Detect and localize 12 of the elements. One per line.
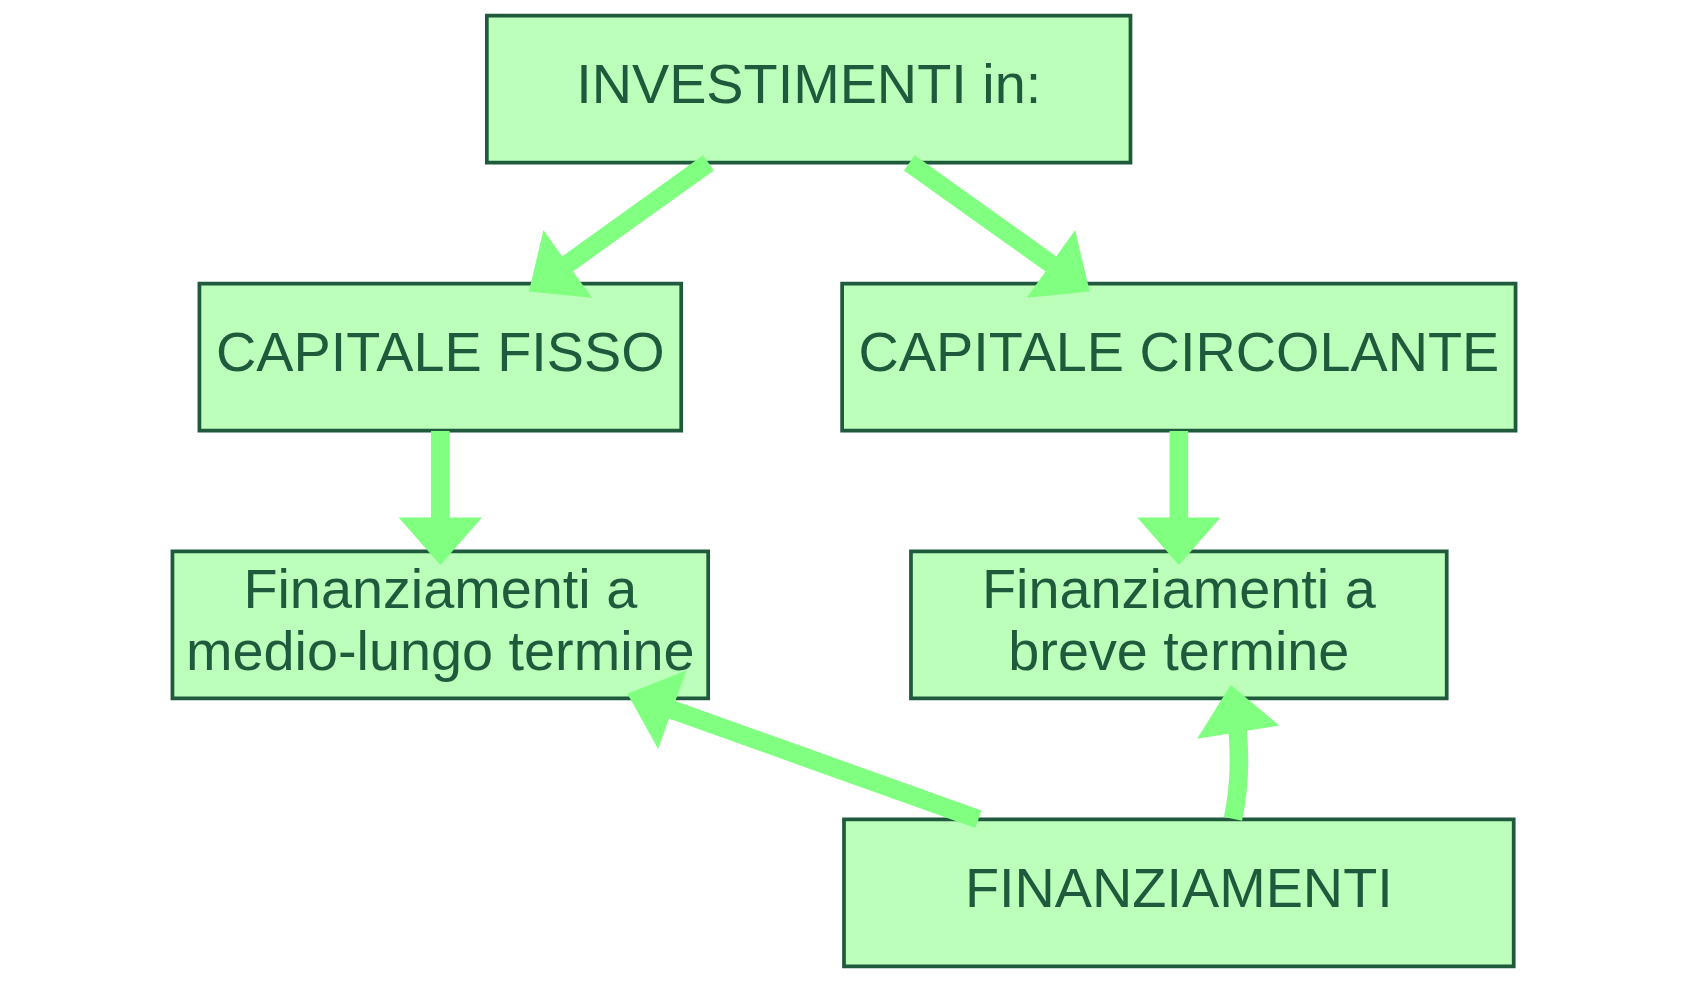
node-box: INVESTIMENTI in: bbox=[484, 13, 1133, 165]
arrow bbox=[627, 670, 982, 829]
arrow bbox=[528, 155, 714, 298]
arrow bbox=[903, 155, 1090, 298]
arrow bbox=[1137, 431, 1221, 566]
arrow bbox=[398, 431, 482, 566]
node-box: FINANZIAMENTI bbox=[842, 817, 1516, 969]
node-box: Finanziamenti a medio-lungo termine bbox=[170, 549, 711, 701]
arrow bbox=[1197, 685, 1280, 821]
node-box: Finanziamenti a breve termine bbox=[909, 549, 1449, 701]
node-box: CAPITALE CIRCOLANTE bbox=[840, 281, 1518, 433]
node-box: CAPITALE FISSO bbox=[197, 281, 684, 433]
